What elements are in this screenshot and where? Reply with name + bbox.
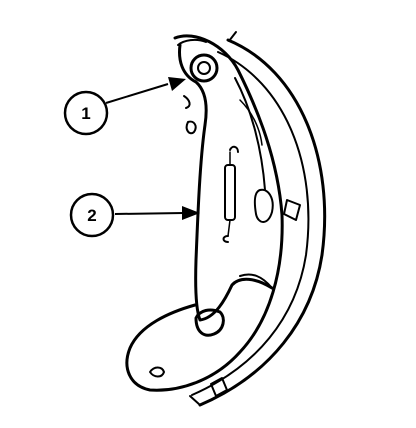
callout-2: 2 — [69, 192, 115, 238]
callout-1: 1 — [63, 90, 109, 136]
callout-2-circle — [69, 192, 115, 238]
callout-2-label: 2 — [87, 206, 96, 225]
return-spring — [222, 145, 239, 243]
leader-arrow-2 — [114, 206, 200, 220]
pivot-pin — [177, 38, 219, 83]
brake-shoe-web — [125, 34, 284, 392]
brake-shoe-lining — [189, 31, 327, 407]
leader-arrow-1 — [105, 77, 186, 104]
callout-1-label: 1 — [81, 104, 90, 123]
parking-brake-lever — [178, 43, 274, 337]
callout-1-circle — [63, 90, 109, 136]
